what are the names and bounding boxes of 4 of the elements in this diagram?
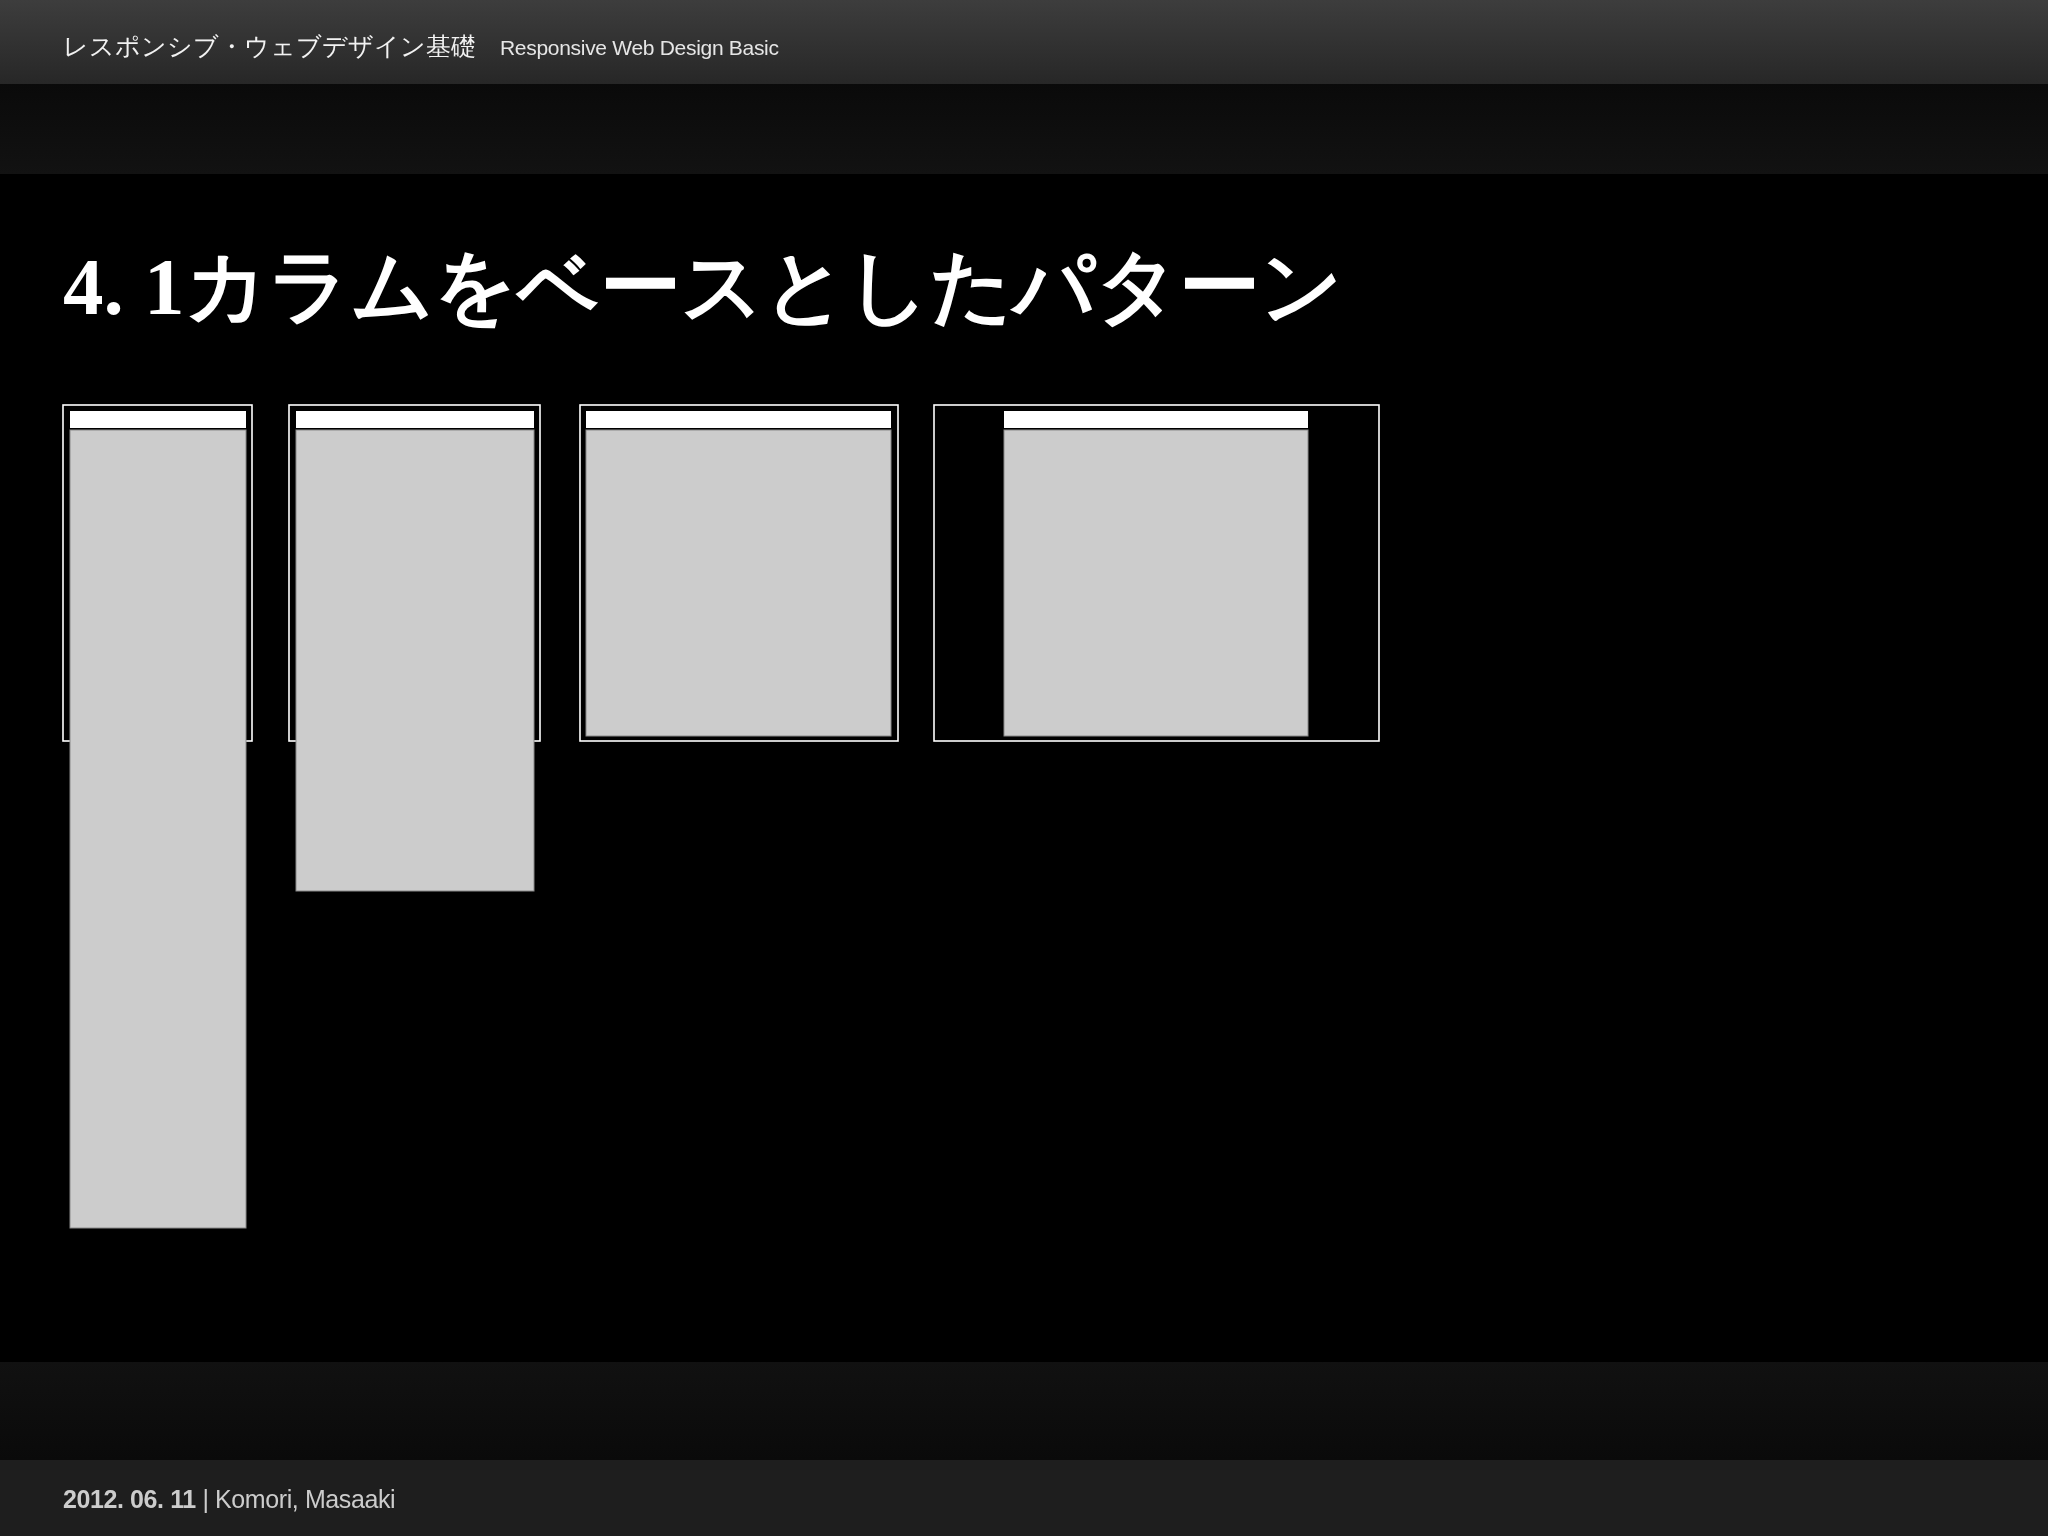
header-subtitle: Responsive Web Design Basic [500,37,779,58]
slide-heading: 4. 1カラムをベースとしたパターン [63,247,1343,328]
footer-credit: 2012. 06. 11 | Komori, Masaaki [63,1487,396,1512]
header-title: レスポンシブ・ウェブデザイン基礎 [63,34,476,59]
